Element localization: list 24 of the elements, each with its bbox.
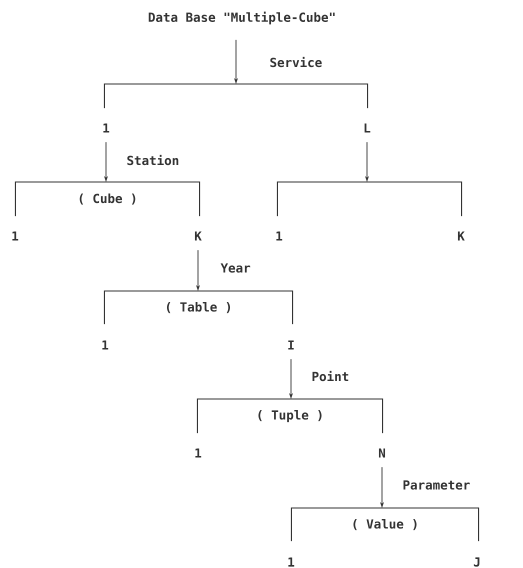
index-label: K [194,231,202,241]
edge-label: Service [270,56,322,68]
bracket: ( Tuple ) [196,398,384,434]
heading: Data Base "Multiple-Cube" [148,12,335,24]
index-label: K [458,231,465,241]
bracket: ( Table ) [104,290,294,324]
edge-label: Point [312,370,348,382]
index-label: 1 [276,231,282,241]
index-label: N [378,448,386,458]
edge-label: Year [220,263,250,273]
index-label: L [364,123,370,133]
index-label: J [474,557,480,567]
index-label: 1 [103,123,110,133]
bracket: ( Cube ) [14,181,200,216]
index-label: 1 [102,340,108,350]
index-label: 1 [12,231,18,241]
edge-label: Parameter [404,480,470,490]
edge-label: Station [127,154,178,166]
bracket [276,181,462,216]
index-label: 1 [195,448,202,458]
index-label: 1 [288,557,294,567]
bracket [104,83,368,108]
bracket: ( Value ) [290,507,480,542]
index-label: I [288,340,294,350]
